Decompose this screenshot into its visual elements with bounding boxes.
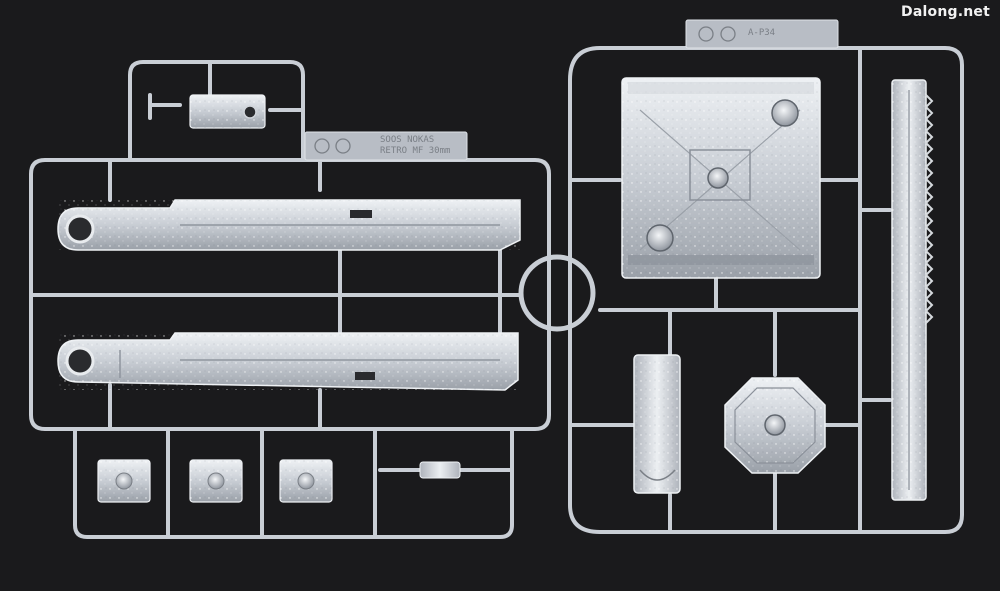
octagonal-part bbox=[724, 377, 826, 474]
rectangular-plate-part bbox=[633, 354, 681, 494]
large-panel-part bbox=[621, 77, 821, 279]
part-number-tag-right bbox=[685, 19, 839, 49]
tag-left-line-1: SOOS NOKAS bbox=[380, 135, 435, 145]
site-watermark: Dalong.net bbox=[901, 4, 990, 20]
long-arm-part-lower bbox=[57, 332, 519, 391]
small-block-part bbox=[189, 94, 266, 129]
small-pin-part bbox=[419, 461, 461, 479]
right-runner-frame bbox=[568, 46, 964, 534]
runner-ring-connector bbox=[518, 254, 596, 332]
tag-right-text: A-P34 bbox=[748, 28, 776, 38]
tall-rack-part bbox=[891, 79, 934, 501]
small-cube-parts bbox=[97, 459, 333, 503]
left-runner-frame bbox=[29, 60, 551, 539]
part-number-tag-left bbox=[304, 131, 468, 161]
long-arm-part-upper bbox=[57, 199, 521, 251]
tag-left-line-2: RETRO MF 30mm bbox=[380, 146, 451, 156]
